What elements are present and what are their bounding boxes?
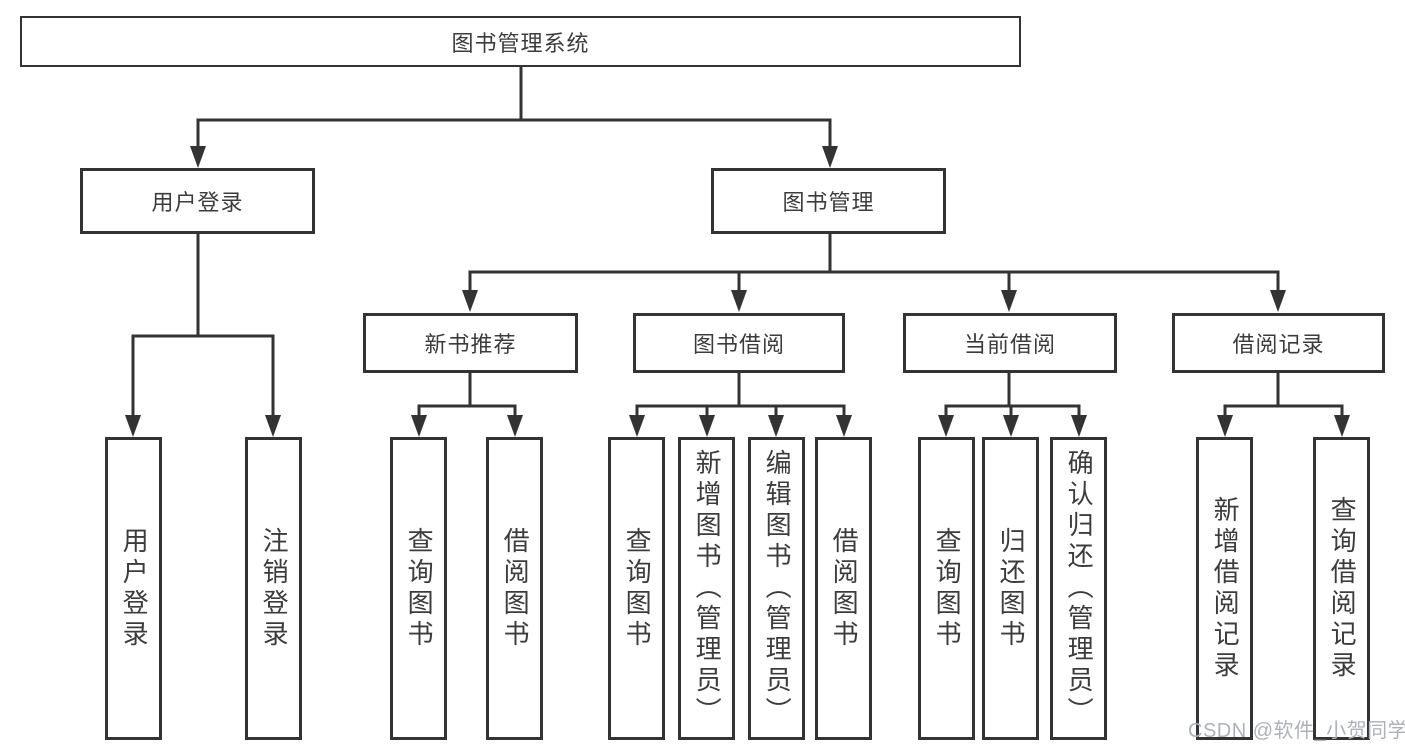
leaf-logout: 注销登录 <box>245 437 302 740</box>
connector-bookmgmt-to-level3 <box>468 231 1280 299</box>
leaf-bb-edit-books-admin: 编辑图书（管理员） <box>748 437 805 740</box>
node-label: 查询图书 <box>932 526 963 651</box>
node-book-management: 图书管理 <box>711 168 946 234</box>
node-label: 查询图书 <box>622 526 653 651</box>
connector-bookborrow-to-leaves <box>635 371 846 423</box>
node-new-book-recommend: 新书推荐 <box>363 313 578 373</box>
leaf-bb-add-books-admin: 新增图书（管理员） <box>678 437 735 740</box>
connector-borrowrecords-to-leaves <box>1223 371 1344 423</box>
node-label: 当前借阅 <box>963 332 1056 357</box>
node-current-borrow: 当前借阅 <box>903 313 1117 373</box>
connector-root-to-level2 <box>196 64 832 154</box>
leaf-br-query-record: 查询借阅记录 <box>1313 437 1370 740</box>
leaf-cb-query-books: 查询图书 <box>918 437 975 740</box>
leaf-user-login: 用户登录 <box>105 437 162 740</box>
node-label: 借阅记录 <box>1232 332 1325 357</box>
node-book-borrow: 图书借阅 <box>633 313 845 373</box>
node-borrow-records: 借阅记录 <box>1172 313 1385 373</box>
node-label: 用户登录 <box>119 526 150 651</box>
leaf-cb-confirm-return-admin: 确认归还（管理员） <box>1050 437 1107 740</box>
node-label: 图书管理 <box>782 190 875 215</box>
connector-currentborrow-to-leaves <box>944 371 1081 423</box>
leaf-bb-borrow-books: 借阅图书 <box>815 437 872 740</box>
node-label: 用户登录 <box>151 190 244 215</box>
node-label: 新增图书（管理员） <box>692 449 723 728</box>
node-label: 查询图书 <box>404 526 435 651</box>
leaf-br-add-record: 新增借阅记录 <box>1196 437 1253 740</box>
node-label: 新书推荐 <box>424 332 517 357</box>
node-label: 注销登录 <box>259 526 290 651</box>
leaf-rec-query-books: 查询图书 <box>390 437 447 740</box>
leaf-rec-borrow-books: 借阅图书 <box>486 437 543 740</box>
node-label: 新增借阅记录 <box>1210 495 1241 682</box>
node-user-login: 用户登录 <box>80 168 315 234</box>
csdn-watermark: CSDN @软件_小贺同学 <box>1188 720 1405 742</box>
node-label: 查询借阅记录 <box>1327 495 1358 682</box>
connector-newbookrec-to-leaves <box>417 371 517 423</box>
node-label: 图书借阅 <box>692 332 785 357</box>
node-label: 图书管理系统 <box>451 30 590 56</box>
node-label: 借阅图书 <box>500 526 531 651</box>
node-label: 归还图书 <box>996 526 1027 651</box>
node-label: 借阅图书 <box>829 526 860 651</box>
arrowheads <box>125 146 1350 437</box>
leaf-bb-query-books: 查询图书 <box>608 437 665 740</box>
node-label: 确认归还（管理员） <box>1064 449 1095 728</box>
node-root-library-management-system: 图书管理系统 <box>20 16 1021 67</box>
node-label: 编辑图书（管理员） <box>762 449 793 728</box>
leaf-cb-return-books: 归还图书 <box>982 437 1039 740</box>
connector-userlogin-to-leaves <box>131 231 275 423</box>
